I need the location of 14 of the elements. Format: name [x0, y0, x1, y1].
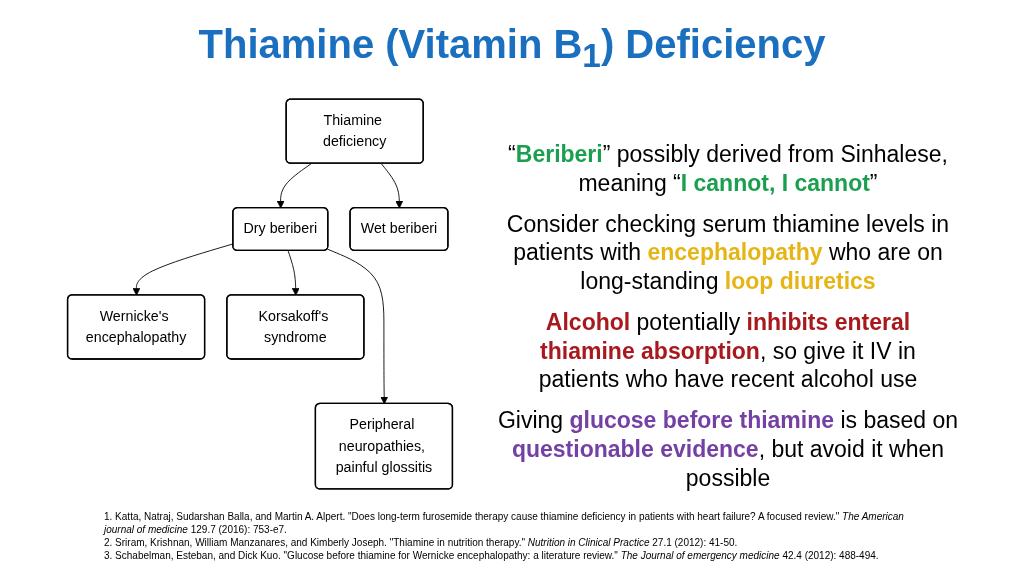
process-box: Peripheral neuropathies, painful glossitis — [314, 402, 454, 490]
note-text: “Beriberi” possibly derived from Sinhalese, meaning “I cannot, I cannot” — [507, 140, 949, 198]
process-box: Wet beriberi — [349, 207, 449, 252]
note-text: Consider checking serum thiamine levels in patients with encephalopathy who are on long-standing loop diuretics — [505, 209, 951, 296]
reference-text: 2. Sriram, Krishnan, William Manzanares, and Kimberly Joseph. "Thiamine in nutrition therapy." Nutrition in Clinical Practice 27.1 (2012): 41-50. — [104, 536, 739, 549]
process-box: Thiamine deficiency — [285, 98, 424, 164]
process-box: Korsakoff's syndrome — [226, 294, 365, 360]
note-text: Alcohol potentially inhibits enteral thiamine absorption, so give it IV in patients who have recent alcohol use — [537, 307, 919, 394]
reference-text: 1. Katta, Natraj, Sudarshan Balla, and Martin A. Alpert. "Does long-term furosemide therapy cause thiamine deficiency in patients with heart failure? A focused review." The American journal of medicine 129.7 (2016): 753-e7. — [104, 510, 904, 536]
note-text: Giving glucose before thiamine is based on questionable evidence, but avoid it when possible — [497, 406, 959, 493]
process-box: Wernicke's encephalopathy — [66, 294, 206, 360]
title: Thiamine (Vitamin B$_{1}$) Deficiency — [198, 22, 826, 75]
reference-text: 3. Schabelman, Esteban, and Dick Kuo. "Glucose before thiamine for Wernicke encephalopathy: a literature review." The Journal of emergency medicine 42.4 (2012): 488-494. — [104, 549, 880, 562]
process-box: Dry beriberi — [232, 207, 329, 252]
